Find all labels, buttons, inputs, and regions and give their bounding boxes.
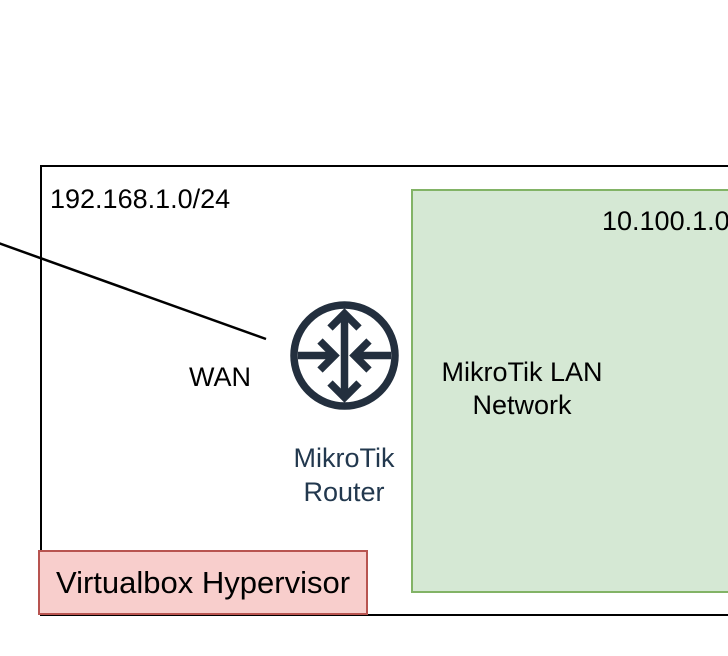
outer-subnet-label: 192.168.1.0/24 bbox=[50, 184, 231, 214]
lan-network-title-line1: MikroTik LAN bbox=[441, 357, 603, 387]
router-label-line1: MikroTik bbox=[293, 443, 395, 473]
lan-network-title: MikroTik LAN Network bbox=[412, 356, 632, 422]
router-icon bbox=[289, 300, 400, 411]
outer-network-box bbox=[40, 165, 728, 616]
lan-subnet-label: 10.100.1.0/24 bbox=[602, 206, 728, 236]
hypervisor-label: Virtualbox Hypervisor bbox=[55, 564, 351, 600]
router-label-line2: Router bbox=[303, 477, 385, 507]
router-label: MikroTik Router bbox=[244, 441, 444, 509]
lan-network-box bbox=[411, 189, 728, 593]
lan-network-title-line2: Network bbox=[472, 390, 572, 420]
hypervisor-box: Virtualbox Hypervisor bbox=[38, 550, 368, 615]
wan-label: WAN bbox=[189, 362, 251, 392]
